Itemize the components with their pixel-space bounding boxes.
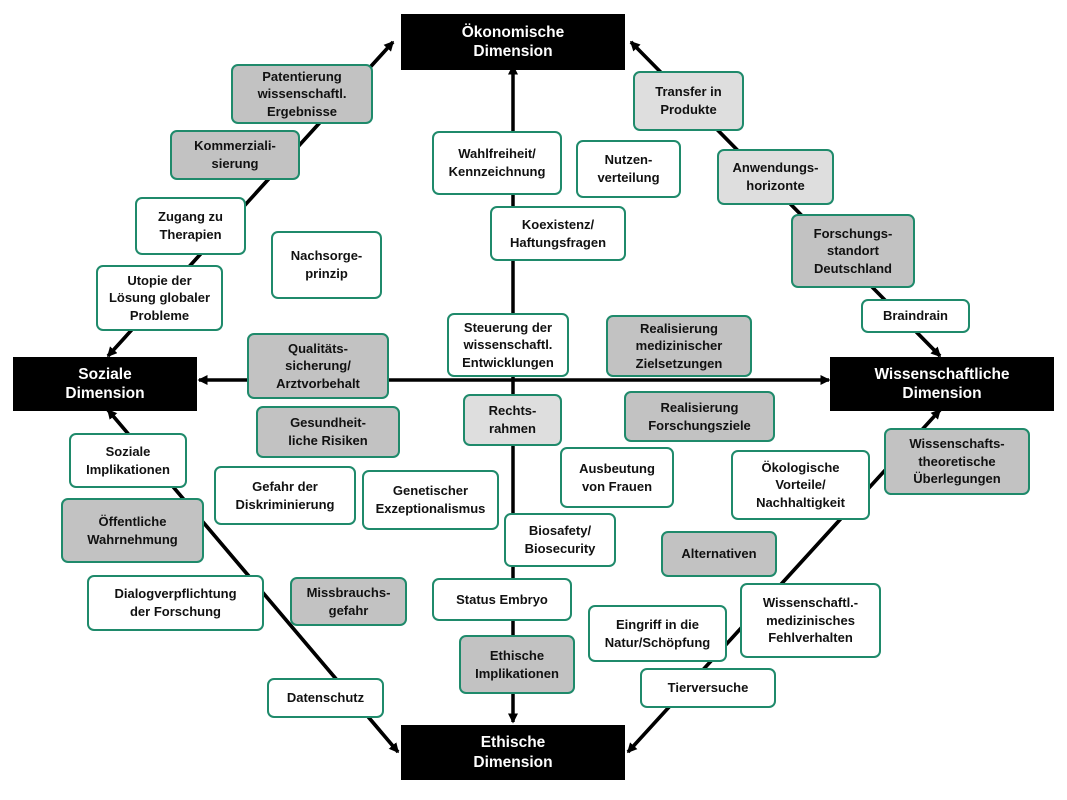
dimension-oekonomisch: Ökonomische Dimension	[401, 14, 625, 70]
node-wissenschaftl-fehlverhalten: Wissenschaftl.- medizinisches Fehlverhal…	[740, 583, 881, 658]
node-oekologische-vorteile: Ökologische Vorteile/ Nachhaltigkeit	[731, 450, 870, 520]
node-genetischer-exzeptionalismus: Genetischer Exzeptionalismus	[362, 470, 499, 530]
node-gefahr-diskriminierung: Gefahr der Diskriminierung	[214, 466, 356, 525]
node-alternativen: Alternativen	[661, 531, 777, 577]
node-kommerzialisierung: Kommerziali- sierung	[170, 130, 300, 180]
node-zugang-therapien: Zugang zu Therapien	[135, 197, 246, 255]
node-nutzenverteilung: Nutzen- verteilung	[576, 140, 681, 198]
node-ausbeutung-frauen: Ausbeutung von Frauen	[560, 447, 674, 508]
node-oeffentliche-wahrnehmung: Öffentliche Wahrnehmung	[61, 498, 204, 563]
dimension-sozial: Soziale Dimension	[13, 357, 197, 411]
node-ethische-implikationen: Ethische Implikationen	[459, 635, 575, 694]
node-biosafety: Biosafety/ Biosecurity	[504, 513, 616, 567]
node-dialogverpflichtung: Dialogverpflichtung der Forschung	[87, 575, 264, 631]
node-steuerung: Steuerung der wissenschaftl. Entwicklung…	[447, 313, 569, 377]
node-utopie: Utopie der Lösung globaler Probleme	[96, 265, 223, 331]
node-status-embryo: Status Embryo	[432, 578, 572, 621]
node-koexistenz: Koexistenz/ Haftungsfragen	[490, 206, 626, 261]
node-missbrauchsgefahr: Missbrauchs- gefahr	[290, 577, 407, 626]
node-datenschutz: Datenschutz	[267, 678, 384, 718]
node-qualitaetssicherung: Qualitäts- sicherung/ Arztvorbehalt	[247, 333, 389, 399]
node-gesundheitliche-risiken: Gesundheit- liche Risiken	[256, 406, 400, 458]
node-tierversuche: Tierversuche	[640, 668, 776, 708]
node-patentierung: Patentierung wissenschaftl. Ergebnisse	[231, 64, 373, 124]
node-anwendungshorizonte: Anwendungs- horizonte	[717, 149, 834, 205]
node-transfer-produkte: Transfer in Produkte	[633, 71, 744, 131]
node-eingriff-natur: Eingriff in die Natur/Schöpfung	[588, 605, 727, 662]
dimension-wissenschaftlich: Wissenschaftliche Dimension	[830, 357, 1054, 411]
node-nachsorgeprinzip: Nachsorge- prinzip	[271, 231, 382, 299]
node-forschungsstandort: Forschungs- standort Deutschland	[791, 214, 915, 288]
node-wissenschaftstheoretische: Wissenschafts- theoretische Überlegungen	[884, 428, 1030, 495]
node-soziale-implikationen: Soziale Implikationen	[69, 433, 187, 488]
node-realisierung-medizin: Realisierung medizinischer Zielsetzungen	[606, 315, 752, 377]
node-rechtsrahmen: Rechts- rahmen	[463, 394, 562, 446]
dimension-ethisch: Ethische Dimension	[401, 725, 625, 780]
node-realisierung-forschung: Realisierung Forschungsziele	[624, 391, 775, 442]
node-wahlfreiheit: Wahlfreiheit/ Kennzeichnung	[432, 131, 562, 195]
node-braindrain: Braindrain	[861, 299, 970, 333]
